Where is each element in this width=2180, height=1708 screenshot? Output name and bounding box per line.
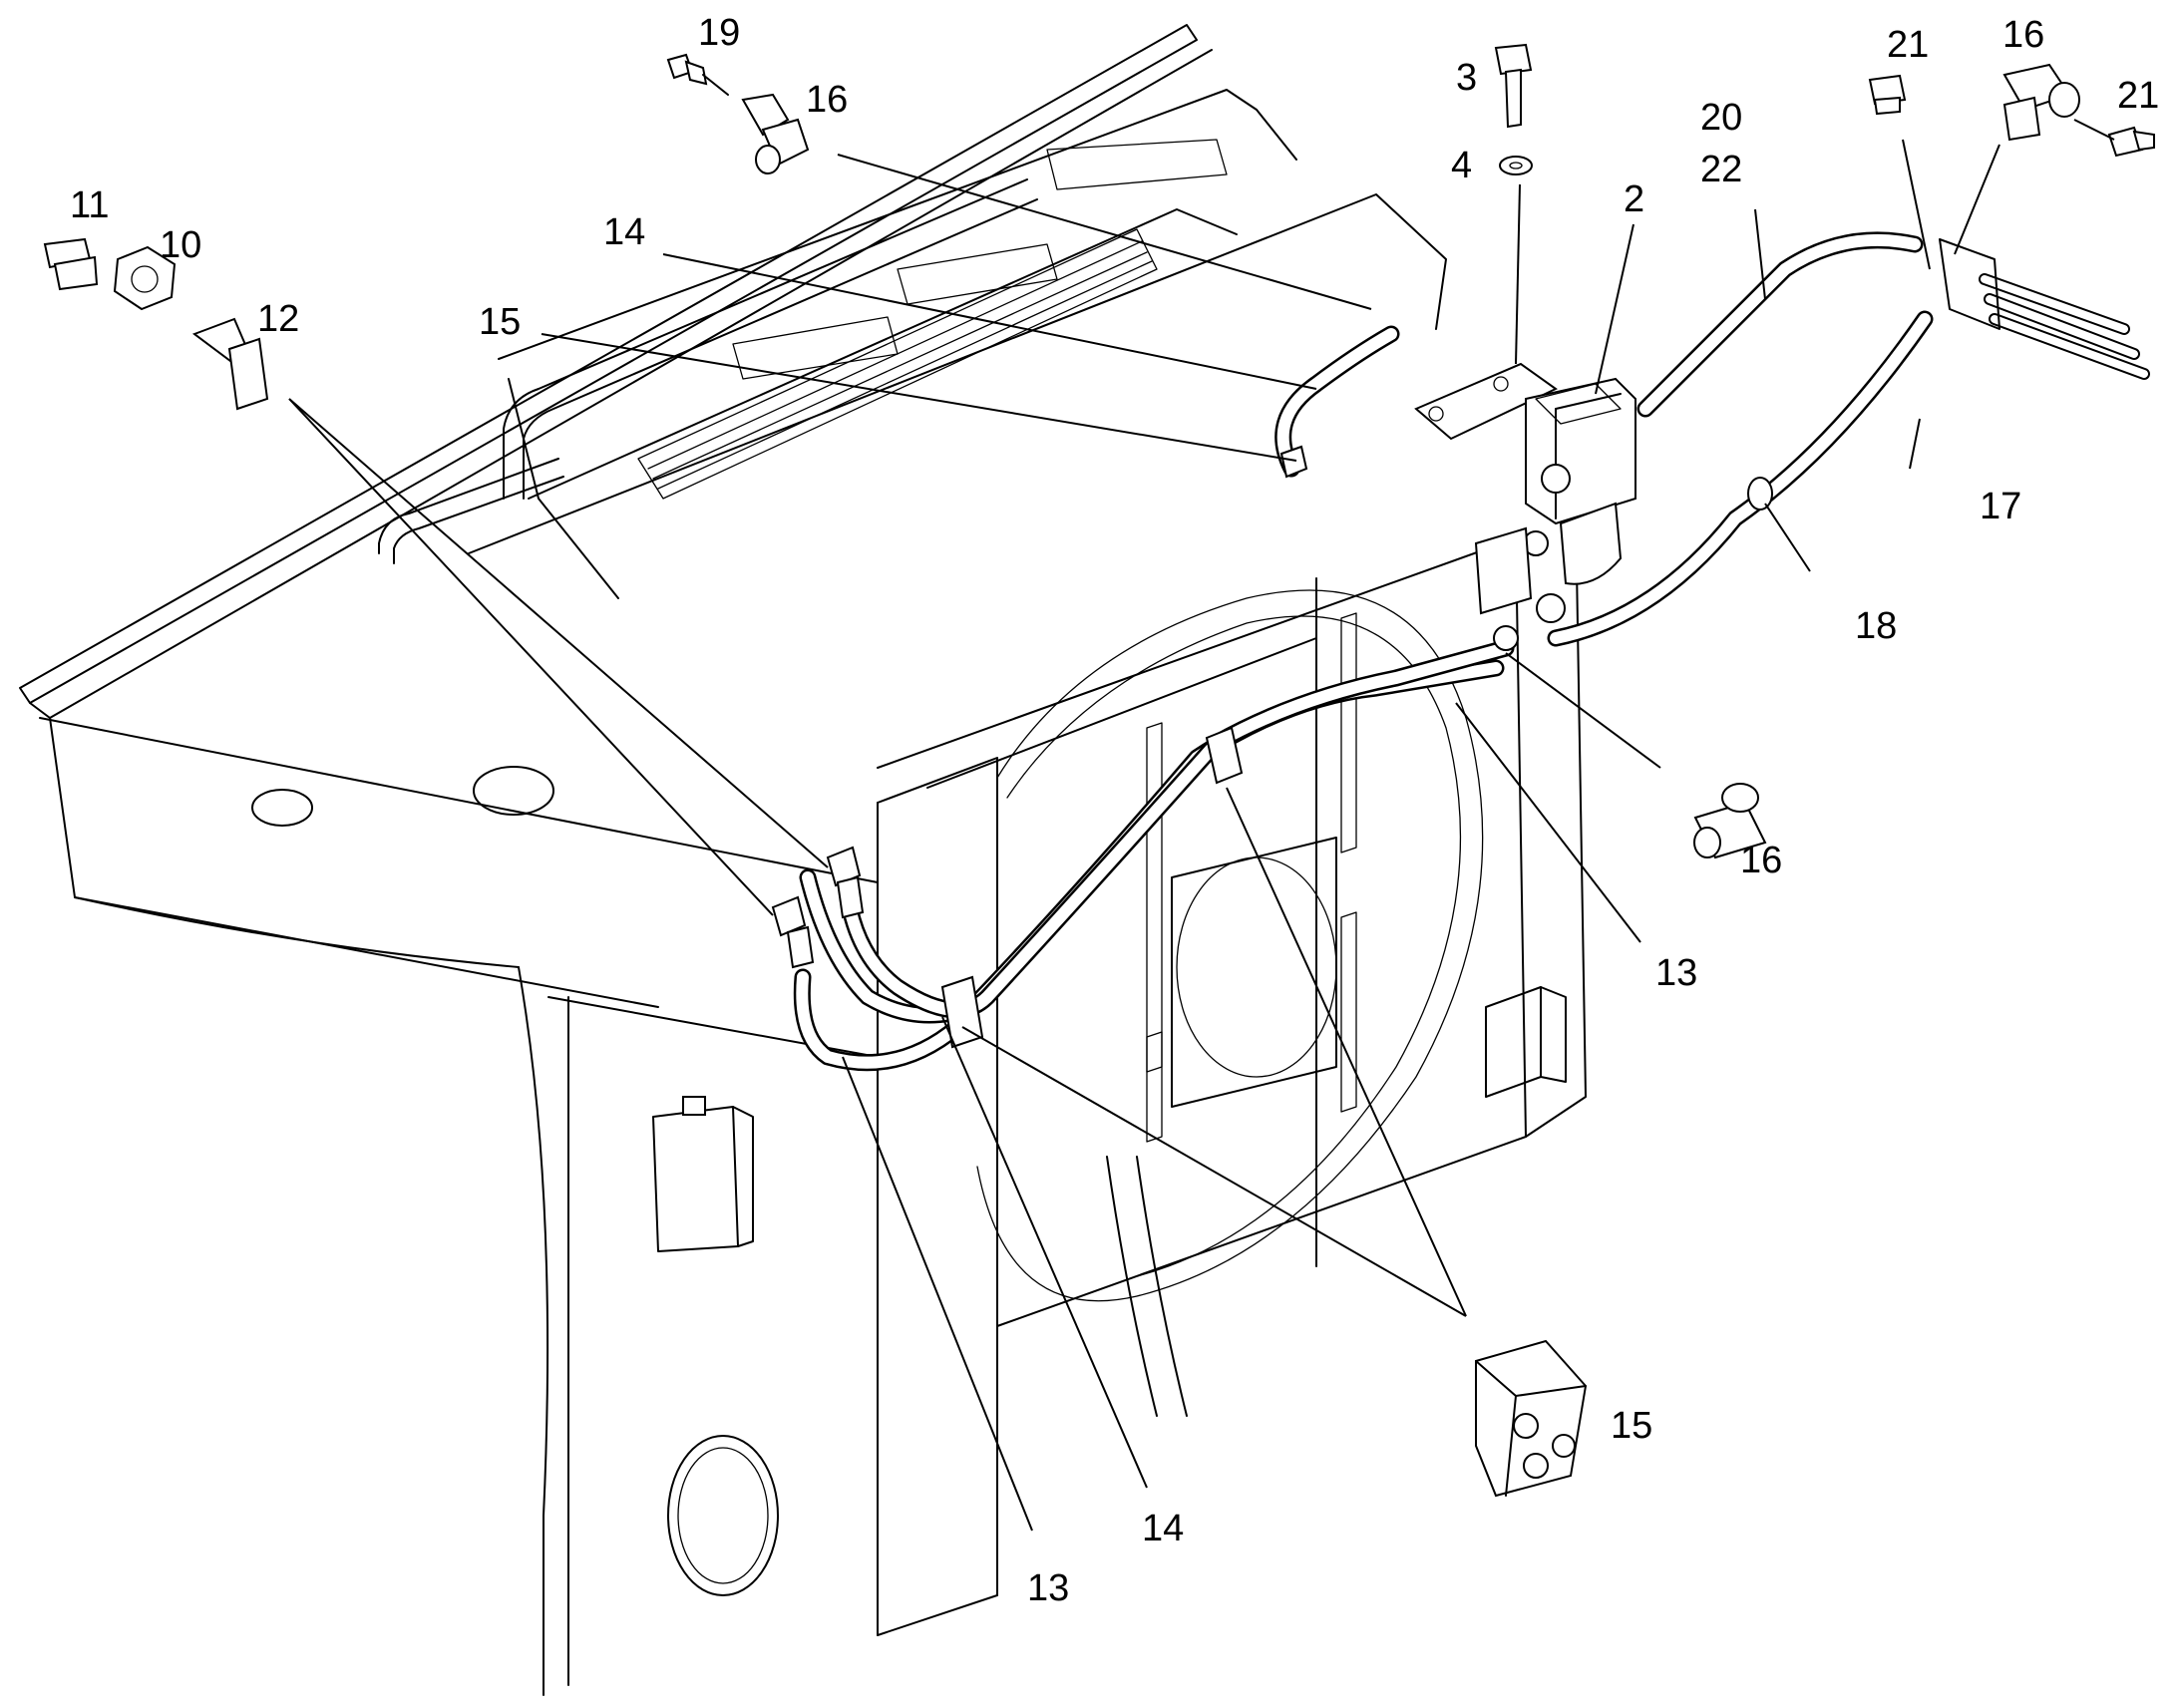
part-21-fitting-icon-right <box>2107 126 2155 158</box>
callout-16-mid-right: 16 <box>1740 840 1782 881</box>
part-16-elbow-icon-lower <box>1693 783 1767 859</box>
hose-clamps <box>940 445 1773 1049</box>
callout-13-bottom: 13 <box>1027 1567 1069 1609</box>
callout-14-bottom: 14 <box>1142 1508 1184 1549</box>
callout-20: 20 <box>1700 97 1742 139</box>
part-3-bolt-icon <box>1494 43 1533 129</box>
callout-labels: 19 16 3 4 2 20 22 21 16 21 11 10 12 14 1… <box>70 12 2159 1609</box>
filter-assembly <box>1414 362 1636 651</box>
part-19-fitting-icon <box>666 53 729 96</box>
callout-4: 4 <box>1451 145 1472 186</box>
callout-11: 11 <box>70 184 109 226</box>
machine-frame <box>19 24 1587 1696</box>
callout-21-left: 21 <box>1887 24 1929 66</box>
part-11-plug-icon <box>43 237 99 291</box>
callout-22: 22 <box>1700 149 1742 190</box>
expansion-tank <box>652 1096 754 1252</box>
panel-fittings <box>771 846 865 969</box>
part-16-elbow-icon <box>741 93 810 174</box>
callout-14-top: 14 <box>603 211 645 253</box>
part-15-clamp-icon <box>1475 1339 1588 1498</box>
callout-18: 18 <box>1855 605 1897 647</box>
part-21-fitting-icon-left <box>1868 74 1907 116</box>
callout-16-top-left: 16 <box>806 79 848 121</box>
callout-16-top-right: 16 <box>2002 14 2044 56</box>
callout-13-right: 13 <box>1655 952 1697 994</box>
callout-15-top: 15 <box>479 301 521 343</box>
part-12-elbow-icon <box>191 317 269 411</box>
callout-10: 10 <box>160 224 201 266</box>
callout-2: 2 <box>1624 178 1644 220</box>
callout-17: 17 <box>1980 486 2021 527</box>
callout-3: 3 <box>1456 57 1477 99</box>
part-10-nut-icon <box>113 245 177 311</box>
grille-vents <box>637 139 1228 500</box>
leader-lines <box>288 119 2115 1532</box>
callout-19: 19 <box>698 12 740 54</box>
callout-21-right: 21 <box>2117 75 2159 117</box>
inspection-cover <box>667 1435 779 1596</box>
hoses <box>793 231 2150 1072</box>
callout-12: 12 <box>257 298 299 340</box>
part-16-elbow-icon-right <box>2002 63 2080 142</box>
callout-15-bottom: 15 <box>1611 1405 1652 1447</box>
part-4-washer-icon <box>1499 156 1533 175</box>
